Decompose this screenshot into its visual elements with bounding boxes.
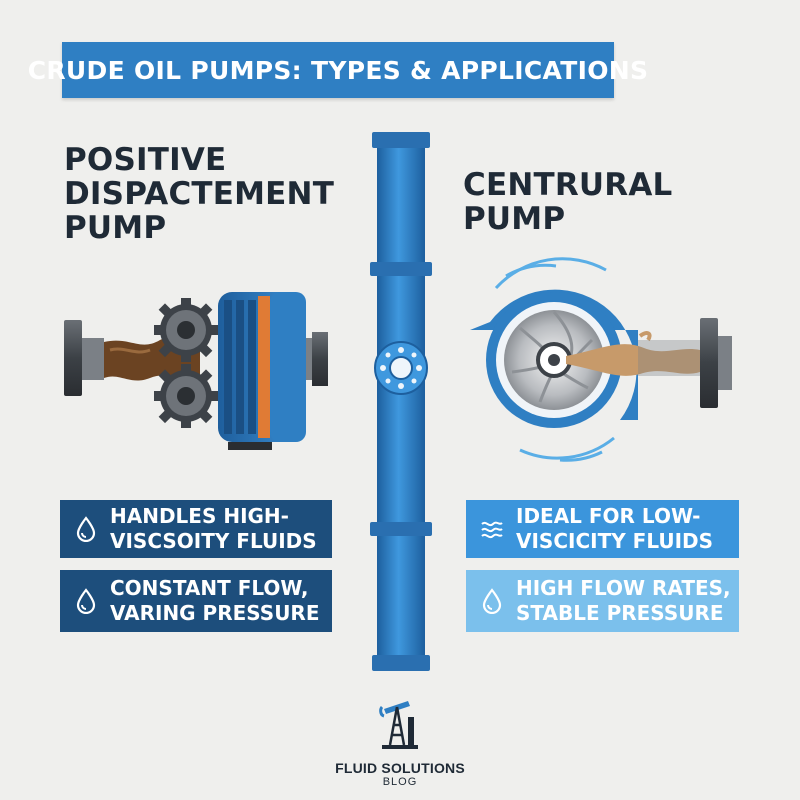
page-title: CRUDE OIL PUMPS: TYPES & APPLICATIONS xyxy=(27,55,649,85)
centrifugal-pump xyxy=(470,257,732,462)
heading-positive-displacement: POSITIVE DISPACTEMENT PUMP xyxy=(64,142,335,246)
droplet-icon xyxy=(480,587,504,615)
gear-top xyxy=(154,298,218,362)
card-high-viscosity: HANDLES HIGH- VISCSOITY FLUIDS xyxy=(60,500,332,558)
card-line: VISCICITY FLUIDS xyxy=(516,529,714,553)
card-line: VISCSOITY FLUIDS xyxy=(110,529,317,553)
positive-displacement-pump xyxy=(64,292,328,450)
card-line: HANDLES HIGH- xyxy=(110,504,289,528)
heading-centrifugal: CENTRURAL PUMP xyxy=(463,167,673,237)
pumpjack-icon xyxy=(379,701,418,749)
card-line: VARING PRESSURE xyxy=(110,601,320,625)
card-line: STABLE PRESSURE xyxy=(516,601,724,625)
waves-icon xyxy=(480,515,504,543)
droplet-icon xyxy=(74,587,98,615)
card-high-flow: HIGH FLOW RATES, STABLE PRESSURE xyxy=(466,570,739,632)
brand-subtitle: BLOG xyxy=(382,776,418,788)
card-low-viscosity: IDEAL FOR LOW- VISCICITY FLUIDS xyxy=(466,500,739,558)
card-line: IDEAL FOR LOW- xyxy=(516,504,701,528)
card-line: HIGH FLOW RATES, xyxy=(516,576,731,600)
card-line: CONSTANT FLOW, xyxy=(110,576,309,600)
gear-bottom xyxy=(154,364,218,428)
title-banner: CRUDE OIL PUMPS: TYPES & APPLICATIONS xyxy=(28,42,648,98)
brand-name: FLUID SOLUTIONS xyxy=(335,760,465,776)
card-constant-flow: CONSTANT FLOW, VARING PRESSURE xyxy=(60,570,332,632)
center-pipe xyxy=(370,132,432,671)
droplet-icon xyxy=(74,515,98,543)
brand-logo: FLUID SOLUTIONS BLOG xyxy=(300,697,500,788)
